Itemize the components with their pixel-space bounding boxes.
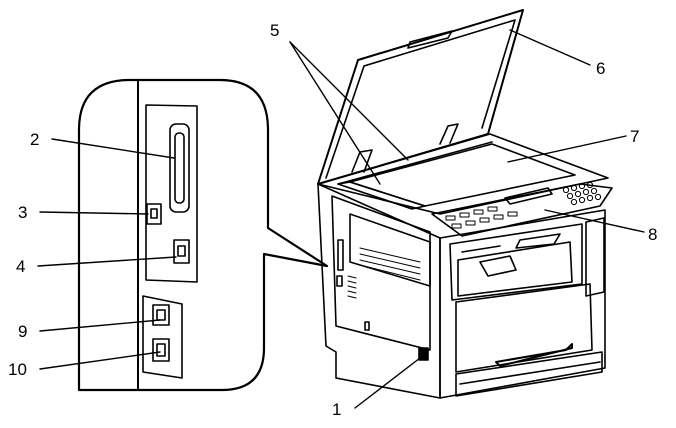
parallel-port-inner xyxy=(174,132,185,204)
leader-5a xyxy=(289,41,409,161)
leader-6 xyxy=(509,29,591,66)
output-paper xyxy=(479,255,517,277)
callout-9: 9 xyxy=(18,322,27,341)
paper-drawer xyxy=(455,351,603,397)
paper-guide xyxy=(515,233,561,249)
right-door xyxy=(585,217,605,297)
scanner-top xyxy=(317,133,609,215)
side-window xyxy=(349,213,431,287)
leader-8 xyxy=(544,209,645,233)
side-interface-slot xyxy=(337,239,344,271)
side-latch xyxy=(364,321,370,331)
document-scale xyxy=(337,141,493,185)
vent-grille xyxy=(347,275,357,299)
leader-3 xyxy=(39,211,149,215)
leader-9 xyxy=(39,319,161,332)
tel-jack xyxy=(152,304,170,326)
inset-frame xyxy=(77,78,329,392)
side-cover-outline xyxy=(331,195,431,351)
leader-1 xyxy=(354,357,421,409)
callout-7: 7 xyxy=(630,127,639,146)
cover-handle xyxy=(407,30,453,49)
control-panel xyxy=(431,183,613,237)
callout-8: 8 xyxy=(648,225,657,244)
exit-tray-inner xyxy=(457,241,573,297)
panel-keys xyxy=(445,181,602,229)
usb-port-inner xyxy=(150,208,158,219)
copier-body xyxy=(317,9,613,399)
power-switch xyxy=(418,347,429,361)
tel-jack-inner xyxy=(156,309,166,321)
panel-display xyxy=(504,187,553,205)
callout-2: 2 xyxy=(30,130,39,149)
leader-10 xyxy=(39,351,161,370)
network-port xyxy=(173,239,190,264)
callout-labels: 1 2 3 4 5 6 7 8 9 10 xyxy=(8,21,657,419)
front-panel xyxy=(439,209,606,399)
leader-lines xyxy=(37,29,645,409)
original-cover-pad xyxy=(325,19,516,179)
cover-hinge-right xyxy=(439,123,459,145)
callout-4: 4 xyxy=(16,257,25,276)
drawer-handle xyxy=(495,343,573,367)
glass-scale-side xyxy=(337,181,426,210)
side-interface-port xyxy=(336,275,343,287)
callout-5: 5 xyxy=(270,21,279,40)
callout-6: 6 xyxy=(596,59,605,78)
leader-4 xyxy=(37,256,177,267)
lower-bracket xyxy=(142,295,183,379)
cover-hinge-left xyxy=(351,149,373,173)
callout-1: 1 xyxy=(332,400,341,419)
leader-7 xyxy=(507,135,627,163)
leader-2 xyxy=(51,138,175,159)
left-side-panel xyxy=(317,183,441,399)
front-cover xyxy=(455,283,593,373)
network-port-inner xyxy=(177,245,186,257)
exit-tray-opening xyxy=(449,223,583,301)
controller-plate xyxy=(145,104,198,283)
parallel-port xyxy=(169,123,190,213)
line-jack xyxy=(152,338,170,362)
rear-panel-inset xyxy=(77,78,329,392)
usb-port xyxy=(146,203,162,225)
callout-10: 10 xyxy=(8,360,27,379)
line-jack-inner xyxy=(156,343,166,357)
callout-3: 3 xyxy=(18,203,27,222)
leader-5b xyxy=(289,41,381,185)
side-window-hatching xyxy=(359,247,421,281)
